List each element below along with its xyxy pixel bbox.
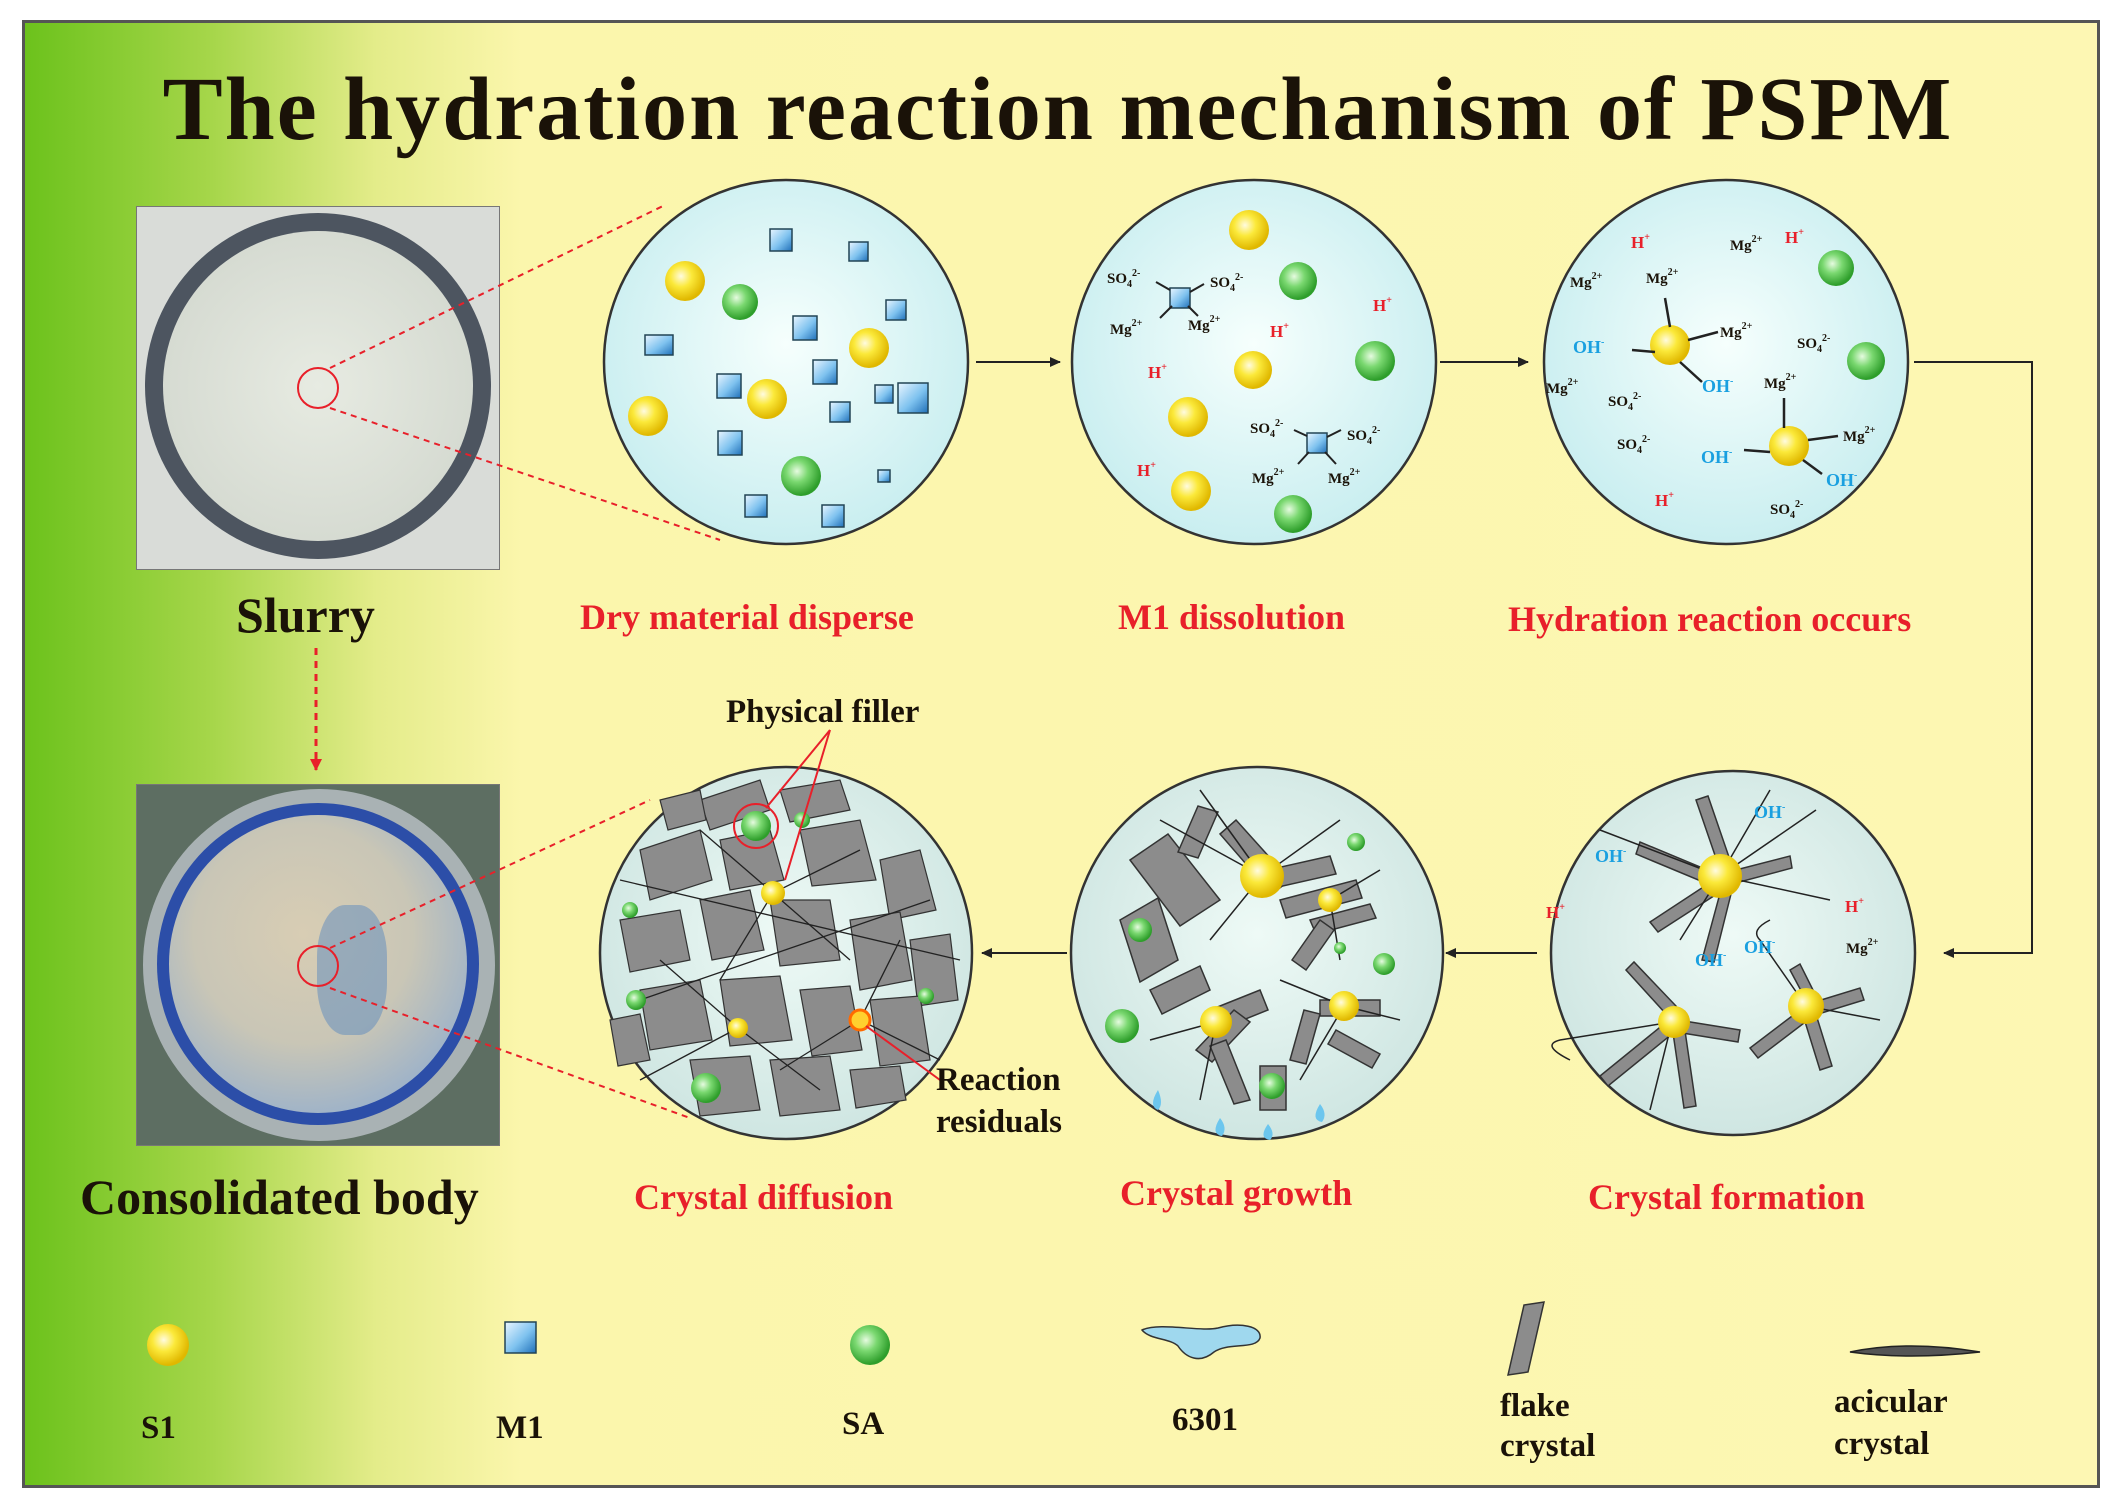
- svg-text:OH-: OH-: [1754, 802, 1785, 822]
- stage-label-dry-material: Dry material disperse: [580, 597, 914, 637]
- consolidated-body-photo: [136, 784, 500, 1146]
- svg-text:Mg2+: Mg2+: [1730, 234, 1763, 254]
- svg-text:H+: H+: [1148, 362, 1167, 382]
- flake-crystal-icon: [1507, 1301, 1545, 1376]
- svg-text:Mg2+: Mg2+: [1252, 467, 1285, 487]
- zoom-line-bottom-upper: [329, 799, 651, 949]
- consolidated-zoom-circle: [297, 945, 339, 987]
- slurry-zoom-circle: [297, 367, 339, 409]
- s1-particle-icon: [147, 1324, 189, 1366]
- reaction-residuals-pointer: [865, 1025, 941, 1081]
- ion-labels: SO42- SO42- Mg2+ Mg2+ SO42- SO42- Mg2+ M…: [1107, 234, 1879, 957]
- svg-text:SO42-: SO42-: [1617, 434, 1650, 456]
- h-ion-labels: H+ H+ H+ H+ H+ H+ H+ H+ H+: [1137, 227, 1864, 922]
- stage-label-crystal-formation: Crystal formation: [1588, 1177, 1865, 1217]
- legend-label-flake-line1: flake: [1500, 1388, 1570, 1424]
- legend-label-acicular-line2: crystal: [1834, 1426, 1930, 1462]
- stage-circle-m1-dissolution: [1070, 178, 1438, 546]
- svg-text:Mg2+: Mg2+: [1646, 267, 1679, 287]
- stage-circle-dry-material: [602, 178, 970, 546]
- legend-label-sa: SA: [842, 1406, 885, 1442]
- svg-text:Mg2+: Mg2+: [1546, 377, 1579, 397]
- svg-text:H+: H+: [1631, 232, 1650, 252]
- arrow-3-to-4: [1914, 361, 2033, 958]
- zoom-line-top-lower: [329, 407, 721, 541]
- zoom-line-bottom-lower: [329, 987, 691, 1119]
- svg-text:OH-: OH-: [1695, 950, 1726, 970]
- oh-ion-labels: OH- OH- OH- OH- OH- OH- OH- OH-: [1573, 337, 1857, 970]
- stage-circle-hydration: [1542, 178, 1910, 546]
- stage-label-crystal-diffusion: Crystal diffusion: [634, 1177, 894, 1217]
- slurry-label: Slurry: [236, 587, 375, 643]
- svg-text:SO42-: SO42-: [1210, 272, 1243, 294]
- svg-text:OH-: OH-: [1573, 337, 1604, 357]
- physical-filler-label: Physical filler: [726, 694, 920, 730]
- svg-text:OH-: OH-: [1701, 447, 1732, 467]
- stage-circle-crystal-diffusion: [598, 729, 974, 1141]
- svg-text:OH-: OH-: [1702, 376, 1733, 396]
- stage-label-m1-dissolution: M1 dissolution: [1118, 597, 1346, 637]
- m1-cube-icon: [504, 1321, 537, 1354]
- svg-text:OH-: OH-: [1595, 846, 1626, 866]
- sa-particle-icon: [850, 1325, 890, 1365]
- svg-text:SO42-: SO42-: [1770, 499, 1803, 521]
- legend-label-acicular-line1: acicular: [1834, 1384, 1948, 1420]
- zoom-line-top-upper: [329, 204, 666, 369]
- acicular-crystal-icon: [1849, 1345, 1981, 1357]
- slurry-photo: [136, 206, 500, 570]
- consolidated-body-label: Consolidated body: [80, 1169, 479, 1225]
- svg-text:SO42-: SO42-: [1107, 268, 1140, 290]
- svg-text:SO42-: SO42-: [1347, 425, 1380, 447]
- svg-text:Mg2+: Mg2+: [1570, 271, 1603, 291]
- svg-text:SO42-: SO42-: [1608, 391, 1641, 413]
- svg-text:Mg2+: Mg2+: [1720, 321, 1753, 341]
- svg-text:H+: H+: [1373, 295, 1392, 315]
- physical-filler-pointer-2: [784, 729, 831, 881]
- svg-text:Mg2+: Mg2+: [1764, 372, 1797, 392]
- svg-text:OH-: OH-: [1744, 937, 1775, 957]
- svg-text:H+: H+: [1845, 896, 1864, 916]
- svg-text:H+: H+: [1270, 321, 1289, 341]
- svg-text:H+: H+: [1785, 227, 1804, 247]
- svg-text:Mg2+: Mg2+: [1110, 318, 1143, 338]
- svg-text:SO42-: SO42-: [1250, 418, 1283, 440]
- reaction-residuals-label-line2: residuals: [936, 1104, 1062, 1140]
- legend-label-m1: M1: [496, 1410, 544, 1446]
- svg-text:H+: H+: [1137, 460, 1156, 480]
- reaction-residuals-label-line1: Reaction: [936, 1062, 1061, 1098]
- diagram-title: The hydration reaction mechanism of PSPM: [162, 60, 1954, 159]
- svg-text:H+: H+: [1546, 902, 1565, 922]
- svg-text:Mg2+: Mg2+: [1188, 314, 1221, 334]
- legend-label-s1: S1: [141, 1410, 176, 1446]
- stage-circle-crystal-growth: [1069, 765, 1445, 1141]
- svg-text:Mg2+: Mg2+: [1328, 467, 1361, 487]
- legend-label-6301: 6301: [1172, 1402, 1238, 1438]
- svg-text:H+: H+: [1655, 490, 1674, 510]
- stage-circle-crystal-formation: [1549, 769, 1917, 1137]
- physical-filler-pointer-1: [765, 729, 831, 809]
- svg-text:Mg2+: Mg2+: [1846, 937, 1879, 957]
- legend-label-flake-line2: crystal: [1500, 1428, 1596, 1464]
- stage-label-hydration: Hydration reaction occurs: [1508, 599, 1912, 639]
- svg-text:Mg2+: Mg2+: [1843, 425, 1876, 445]
- stage-label-crystal-growth: Crystal growth: [1120, 1173, 1353, 1213]
- svg-text:SO42-: SO42-: [1797, 333, 1830, 355]
- svg-text:OH-: OH-: [1826, 470, 1857, 490]
- droplet-6301-icon: [1140, 1324, 1261, 1360]
